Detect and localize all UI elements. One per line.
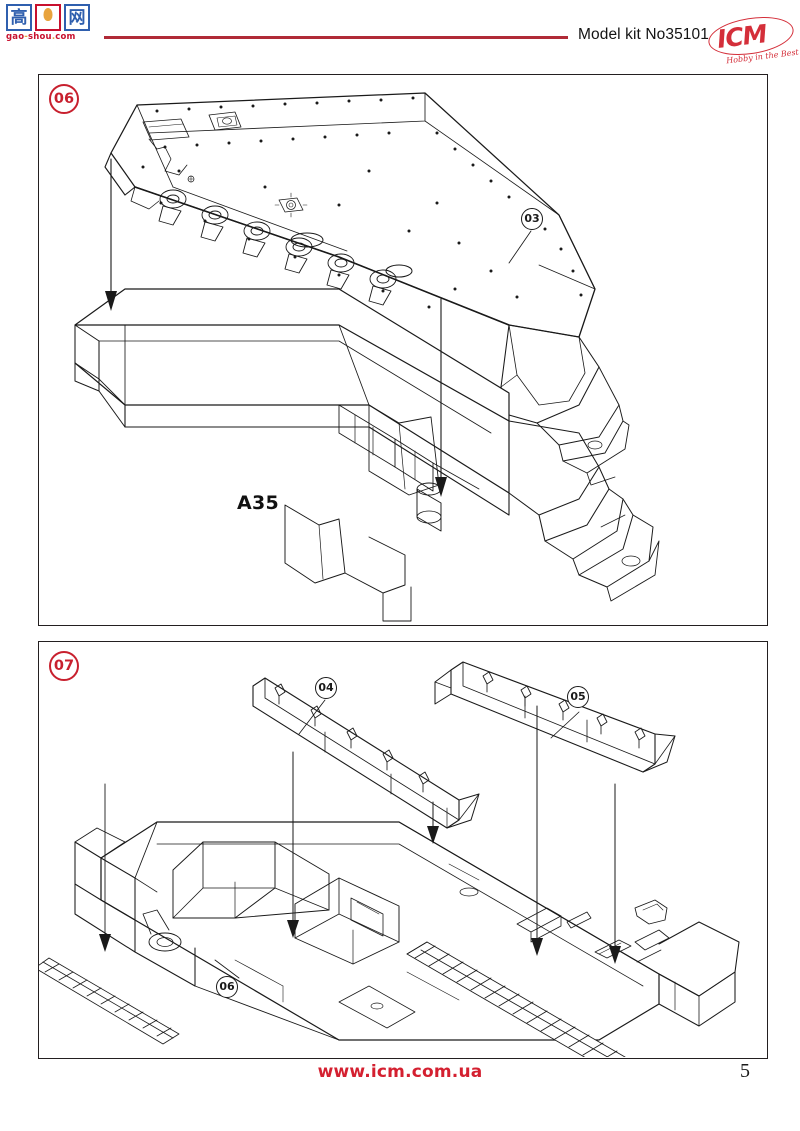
footer-website-link[interactable]: www.icm.com.ua [317, 1062, 483, 1082]
part-label-06-lower: 06 [216, 976, 238, 998]
watermark-url-dot: . [51, 32, 56, 42]
page-header: 高 网 gao-shou.com Model kit No35101 ICM H… [0, 0, 800, 72]
watermark-char-3: 网 [64, 4, 90, 31]
step-badge-07: 07 [49, 651, 79, 681]
step-07-line-drawing [39, 661, 740, 1057]
watermark-url-part3: com [55, 32, 76, 42]
part-label-04: 04 [315, 677, 337, 699]
watermark-url-part1: gao [6, 32, 25, 42]
step-06-line-drawing [74, 92, 660, 622]
assembly-step-panel-06: 06 A35 03 [38, 74, 768, 626]
watermark-characters: 高 网 [6, 4, 110, 31]
watermark-url-part2: shou [28, 32, 52, 42]
icm-wordmark: ICM [715, 19, 769, 54]
page-number: 5 [740, 1060, 750, 1082]
watermark-logo: 高 网 gao-shou.com [6, 4, 110, 48]
sprue-label-a35: A35 [237, 492, 280, 514]
kit-number: Model kit No35101 [578, 26, 709, 43]
flame-icon [43, 8, 53, 21]
header-divider-rule [104, 36, 568, 39]
watermark-char-2 [35, 4, 61, 31]
part-label-05: 05 [567, 686, 589, 708]
watermark-url: gao-shou.com [6, 32, 110, 42]
watermark-char-1: 高 [6, 4, 32, 31]
watermark-url-sep: - [24, 32, 28, 42]
icm-logo: ICM Hobby in the Best [705, 10, 799, 68]
step-badge-06: 06 [49, 84, 79, 114]
assembly-step-panel-07: 07 04 05 06 [38, 641, 768, 1059]
part-label-03: 03 [521, 208, 543, 230]
